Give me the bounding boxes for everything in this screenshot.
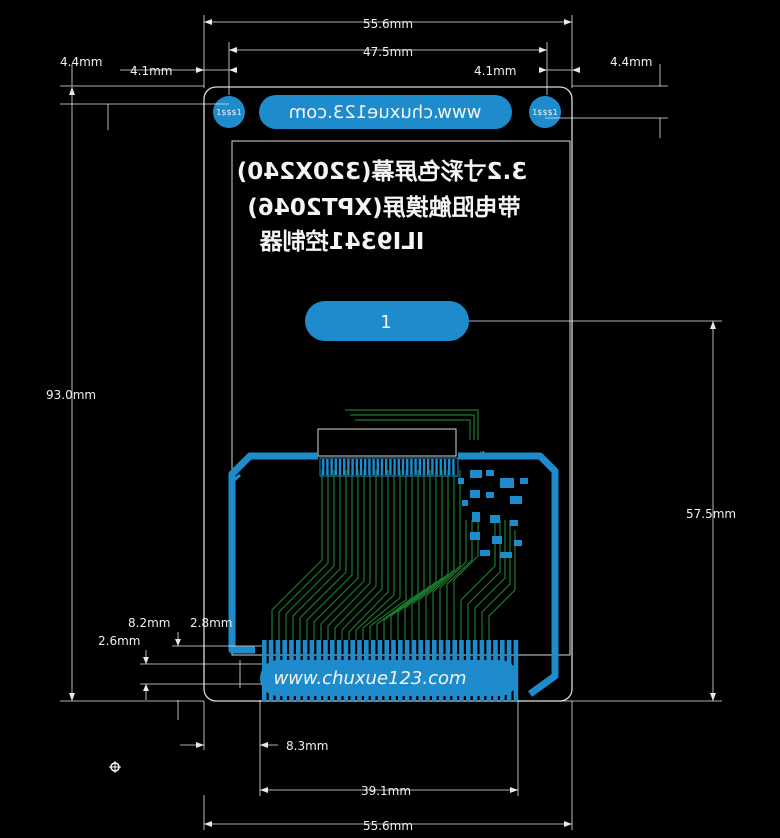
fpc-pin [431,459,434,475]
fpc-pin [385,459,388,475]
svg-text:带电阻触摸屏(XPT2046): 带电阻触摸屏(XPT2046) [247,194,520,221]
dim-height: 93.0mm [46,87,204,702]
smd-pad [472,512,480,522]
silkscreen-title: 3.2寸彩色屏幕(320X240) 带电阻触摸屏(XPT2046) ILI934… [237,158,528,255]
fpc-pin [368,459,371,475]
fpc-pin [406,459,409,475]
svg-text:2.8mm: 2.8mm [190,616,232,630]
dim-right-height: 57.5mm [469,320,736,702]
website-logo-bottom: www.chuxue123.com [260,660,518,696]
fpc-pin [439,459,442,475]
fpc-pin [422,459,426,475]
fpc-pin [418,459,421,475]
fpc-pin [448,459,451,475]
website-logo-top: www.chuxue123.com [259,95,512,129]
smd-pad [500,552,512,558]
svg-text:2.6mm: 2.6mm [98,634,140,648]
svg-text:4.4mm: 4.4mm [60,55,102,69]
svg-text:8.2mm: 8.2mm [128,616,170,630]
svg-text:1$$$1: 1$$$1 [532,108,557,117]
ground-ring-trace [228,452,559,697]
ground-ring-diag [231,473,241,484]
fpc-pin [435,459,438,475]
smd-pad [480,550,490,556]
fpc-pin [376,459,379,475]
dim-bottom-width: 55.6mm [203,701,573,833]
fpc-pin [401,459,405,475]
mounting-hole-right: 1$$$1 [529,96,561,128]
fpc-pin [380,459,384,475]
svg-text:47.5mm: 47.5mm [363,45,413,59]
smd-pad [470,470,482,478]
svg-text:55.6mm: 55.6mm [363,819,413,833]
svg-text:3.2寸彩色屏幕(320X240): 3.2寸彩色屏幕(320X240) [237,158,528,185]
fpc-pin [372,459,375,475]
dim-pin-span: 39.1mm [259,700,519,798]
fpc-pin [330,459,333,475]
fpc-pin [359,459,363,475]
fpc-pin [326,459,329,475]
svg-text:4.4mm: 4.4mm [610,55,652,69]
dim-left-outer: 4.4mm [60,55,229,130]
svg-text:55.6mm: 55.6mm [363,17,413,31]
dim-top-width: 55.6mm [203,15,573,88]
fpc-pin [427,459,430,475]
fpc-pin [322,459,325,475]
fpc-pin [389,459,392,475]
pad-1: 1 [305,301,469,341]
dim-right-outer: 4.4mm [545,55,668,138]
fpc-pin [343,459,346,475]
smd-pad [520,478,528,484]
fpc-pin [364,459,367,475]
dim-pin-offsets: 8.2mm 2.8mm 2.6mm [98,616,262,720]
svg-text:4.1mm: 4.1mm [130,64,172,78]
fpc-pin [347,459,350,475]
fpc-pin [338,459,342,475]
svg-text:8.3mm: 8.3mm [286,739,328,753]
origin-marker-icon [109,761,121,773]
fpc-pin [393,459,396,475]
svg-text:57.5mm: 57.5mm [686,507,736,521]
fpc-pin [452,459,455,475]
dim-top-inner: 47.5mm [228,42,548,95]
svg-text:93.0mm: 93.0mm [46,388,96,402]
fpc-pin [334,459,337,475]
dim-pin-left: 8.3mm [180,700,328,753]
svg-text:www.chuxue123.com: www.chuxue123.com [289,102,482,123]
smd-pad [510,496,522,504]
smd-pad [462,500,468,506]
dim-right-inner: 4.1mm [474,64,580,78]
smd-pad [486,492,494,498]
svg-text:4.1mm: 4.1mm [474,64,516,78]
smd-pad [514,540,522,546]
smd-pad [492,536,502,544]
svg-text:39.1mm: 39.1mm [361,784,411,798]
dim-left-inner: 4.1mm [120,64,237,78]
fpc-pin [397,459,400,475]
svg-text:www.chuxue123.com: www.chuxue123.com [273,668,466,689]
smd-pad [458,478,464,484]
svg-text:1: 1 [380,312,391,333]
fpc-pin [443,459,447,475]
green-traces [271,409,516,640]
mounting-hole-left: 1$$$1 [213,96,245,128]
fpc-connector-outline [317,428,457,457]
smd-pad [500,478,514,488]
fpc-pin [351,459,354,475]
component-cluster [458,470,528,558]
smd-pad [510,520,518,526]
smd-pad [486,470,494,476]
fpc-pin [410,459,413,475]
fpc-pin [414,459,417,475]
svg-text:1$$$1: 1$$$1 [216,108,241,117]
smd-pad [490,515,500,523]
smd-pad [470,532,480,540]
smd-pad [470,490,480,498]
fpc-pin [355,459,358,475]
svg-text:ILI9341控制器: ILI9341控制器 [259,228,425,255]
fpc-connector-pins [319,457,459,477]
